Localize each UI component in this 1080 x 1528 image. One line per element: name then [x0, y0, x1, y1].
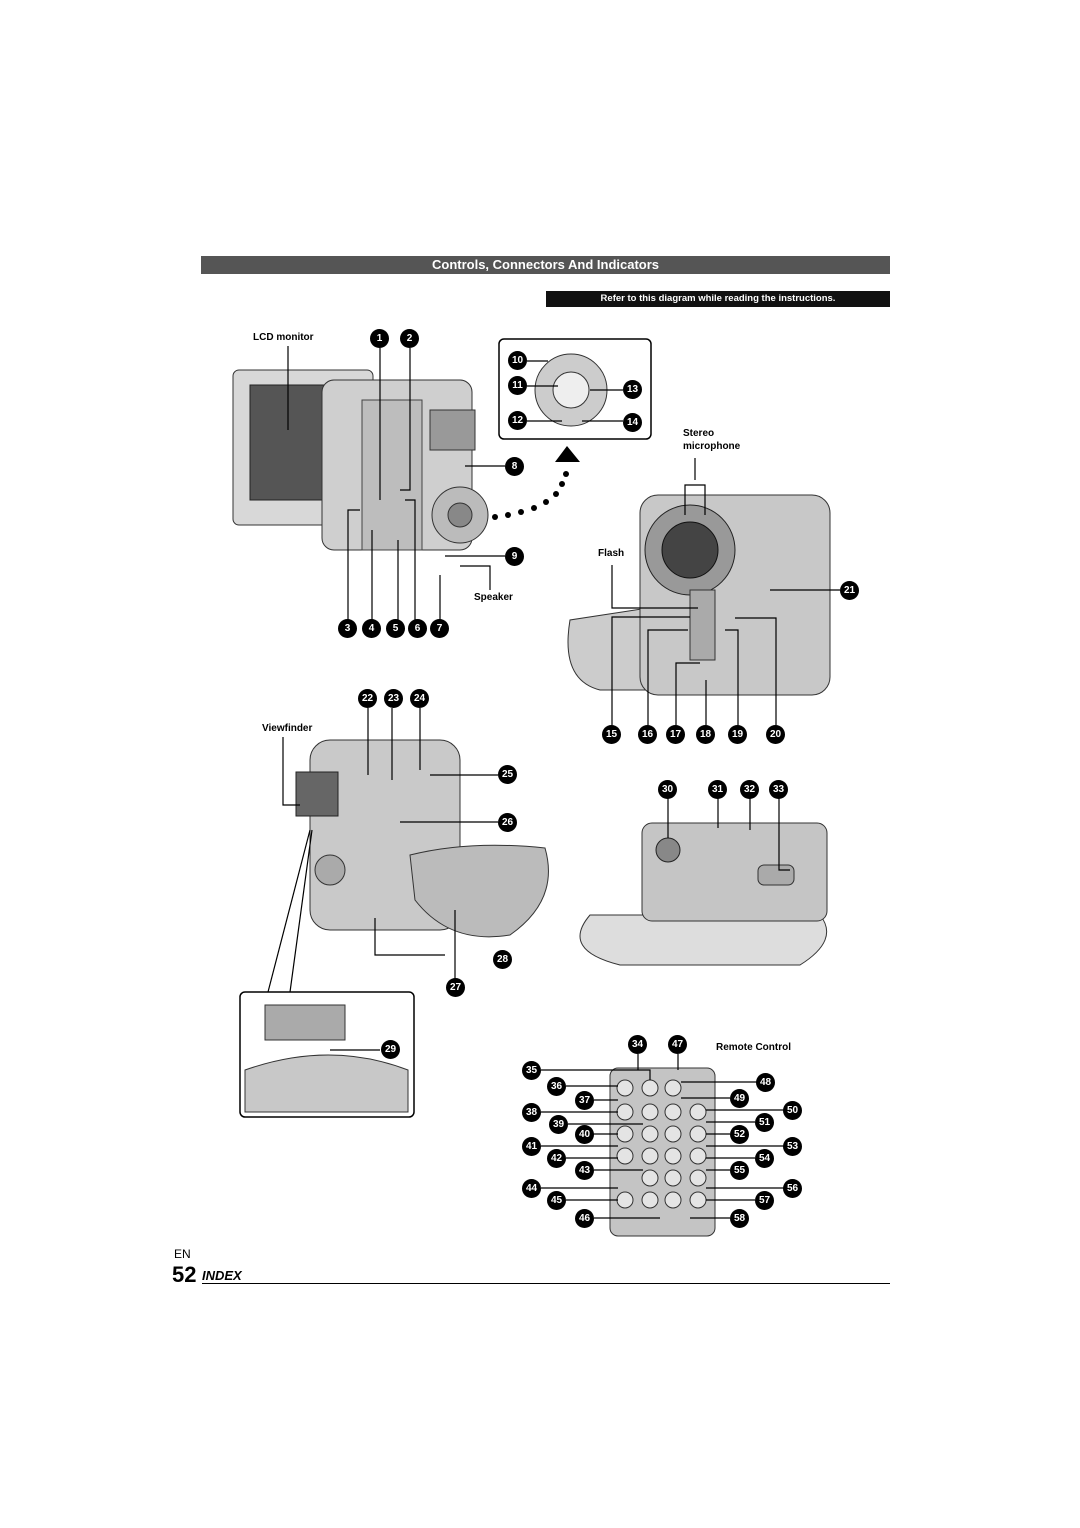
callout-8: 8 — [505, 457, 524, 476]
callout-49: 49 — [730, 1089, 749, 1108]
section-subtitle: Refer to this diagram while reading the … — [546, 291, 890, 307]
callout-1: 1 — [370, 329, 389, 348]
label-speaker: Speaker — [474, 592, 513, 603]
callout-56: 56 — [783, 1179, 802, 1198]
callout-18: 18 — [696, 725, 715, 744]
callout-28: 28 — [493, 950, 512, 969]
callout-48: 48 — [756, 1073, 775, 1092]
callout-50: 50 — [783, 1101, 802, 1120]
callout-7: 7 — [430, 619, 449, 638]
callout-9: 9 — [505, 547, 524, 566]
callout-52: 52 — [730, 1125, 749, 1144]
callout-12: 12 — [508, 411, 527, 430]
callout-57: 57 — [755, 1191, 774, 1210]
callout-3: 3 — [338, 619, 357, 638]
callout-4: 4 — [362, 619, 381, 638]
callout-34: 34 — [628, 1035, 647, 1054]
label-microphone: microphone — [683, 441, 741, 452]
callout-51: 51 — [755, 1113, 774, 1132]
callout-26: 26 — [498, 813, 517, 832]
callout-11: 11 — [508, 376, 527, 395]
callout-38: 38 — [522, 1103, 541, 1122]
callout-2: 2 — [400, 329, 419, 348]
callout-58: 58 — [730, 1209, 749, 1228]
callout-44: 44 — [522, 1179, 541, 1198]
camcorder-bottom-illustration — [579, 822, 828, 966]
footer-language: EN — [174, 1247, 191, 1261]
label-remote-control: Remote Control — [716, 1042, 791, 1053]
callout-32: 32 — [740, 780, 759, 799]
callout-46: 46 — [575, 1209, 594, 1228]
callout-22: 22 — [358, 689, 377, 708]
callout-47: 47 — [668, 1035, 687, 1054]
callout-27: 27 — [446, 978, 465, 997]
callout-16: 16 — [638, 725, 657, 744]
callout-19: 19 — [728, 725, 747, 744]
callout-41: 41 — [522, 1137, 541, 1156]
footer-rule — [202, 1283, 890, 1284]
callout-30: 30 — [658, 780, 677, 799]
label-flash: Flash — [598, 548, 625, 559]
callout-21: 21 — [840, 581, 859, 600]
callout-37: 37 — [575, 1091, 594, 1110]
callout-39: 39 — [549, 1115, 568, 1134]
camcorder-front-illustration — [567, 494, 831, 696]
callout-6: 6 — [408, 619, 427, 638]
label-lcd-monitor: LCD monitor — [253, 332, 314, 343]
footer-section: INDEX — [202, 1268, 242, 1283]
callout-43: 43 — [575, 1161, 594, 1180]
callout-17: 17 — [666, 725, 685, 744]
remote-control-illustration — [609, 1067, 716, 1237]
page-number: 52 — [172, 1262, 197, 1287]
callout-13: 13 — [623, 380, 642, 399]
callout-36: 36 — [547, 1077, 566, 1096]
callout-35: 35 — [522, 1061, 541, 1080]
label-viewfinder: Viewfinder — [262, 723, 313, 734]
camcorder-rear-illustration — [295, 739, 549, 938]
callout-25: 25 — [498, 765, 517, 784]
callout-10: 10 — [508, 351, 527, 370]
callout-24: 24 — [410, 689, 429, 708]
callout-14: 14 — [623, 413, 642, 432]
callout-31: 31 — [708, 780, 727, 799]
callout-33: 33 — [769, 780, 788, 799]
callout-45: 45 — [547, 1191, 566, 1210]
callout-20: 20 — [766, 725, 785, 744]
callout-55: 55 — [730, 1161, 749, 1180]
callout-5: 5 — [386, 619, 405, 638]
callout-54: 54 — [755, 1149, 774, 1168]
callout-40: 40 — [575, 1125, 594, 1144]
callout-29: 29 — [381, 1040, 400, 1059]
section-title: Controls, Connectors And Indicators — [201, 256, 890, 274]
callout-42: 42 — [547, 1149, 566, 1168]
callout-15: 15 — [602, 725, 621, 744]
label-stereo: Stereo — [683, 428, 715, 439]
callout-53: 53 — [783, 1137, 802, 1156]
callout-23: 23 — [384, 689, 403, 708]
camcorder-lcd-open-illustration — [232, 369, 489, 551]
